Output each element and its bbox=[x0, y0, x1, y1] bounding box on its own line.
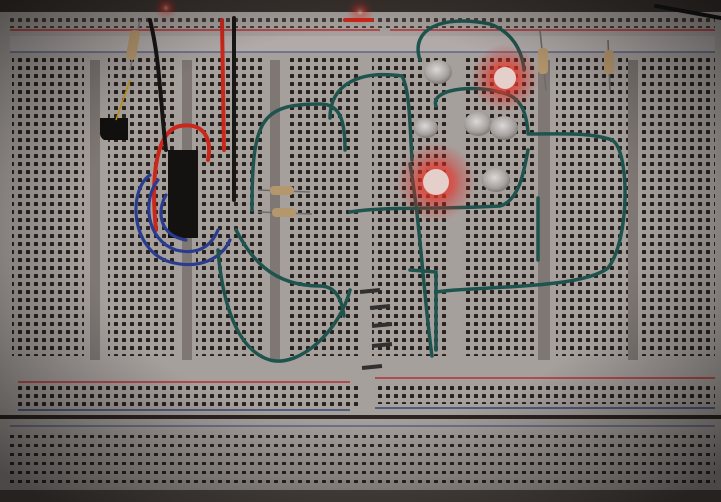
breadboard-photo bbox=[0, 0, 721, 502]
